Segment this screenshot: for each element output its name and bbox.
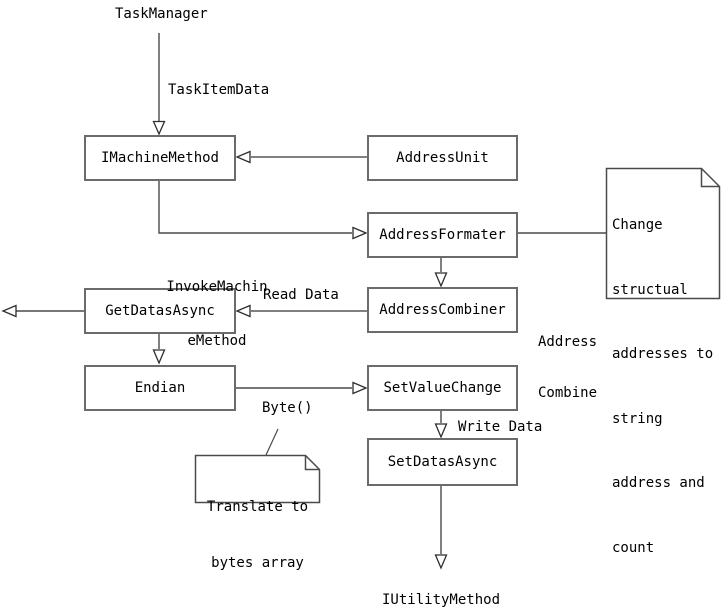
note-translate-bytes-text: Translate to bytes array: [206, 499, 309, 571]
arrowhead-left-getdatasasync: [235, 304, 251, 318]
edge-label-byte-call: Byte(): [262, 400, 313, 416]
arrowhead-left-imachinemethod: [235, 150, 251, 164]
node-address-unit-label: AddressUnit: [396, 150, 489, 166]
note-connector-byte: [265, 428, 279, 456]
arrowhead-down-iutilitymethod: [434, 554, 448, 570]
arrowhead-down-imachinemethod: [152, 120, 166, 136]
edge-imachinemethod-to-addressformater: [158, 180, 352, 234]
arrowhead-down-addresscombiner: [434, 272, 448, 288]
node-set-datas-async-label: SetDatasAsync: [387, 454, 498, 470]
node-set-datas-async: SetDatasAsync: [367, 438, 518, 486]
node-imachine-method: IMachineMethod: [84, 135, 236, 181]
edge-label-task-item-data: TaskItemData: [168, 82, 270, 98]
node-address-formater-label: AddressFormater: [379, 227, 506, 243]
node-address-combiner-label: AddressCombiner: [379, 302, 506, 318]
arrowhead-right-addressformater: [352, 226, 368, 240]
note-translate-bytes-outline: [194, 454, 321, 504]
node-endian-label: Endian: [134, 380, 186, 396]
node-imachine-method-label: IMachineMethod: [100, 150, 219, 166]
edge-label-write-data: Write Data: [458, 419, 543, 435]
edge-label-invoke-machine-method: InvokeMachin eMethod: [166, 279, 268, 349]
label-task-manager: TaskManager: [115, 6, 208, 22]
note-change-structural-fold: [700, 168, 720, 188]
note-change-structural-text: Change structual addresses to string add…: [612, 217, 714, 556]
node-endian: Endian: [84, 365, 236, 411]
edge-label-address-combine: Address Combine: [538, 334, 598, 401]
node-get-datas-async-label: GetDatasAsync: [105, 303, 215, 319]
arrowhead-right-setvaluechange: [352, 381, 368, 395]
label-iutility-method: IUtilityMethod: [382, 592, 501, 608]
node-address-unit: AddressUnit: [367, 135, 518, 181]
edge-label-read-data: Read Data: [263, 287, 339, 303]
node-set-value-change: SetValueChange: [367, 365, 518, 411]
note-translate-bytes-fold: [304, 455, 320, 471]
arrowhead-down-endian: [152, 349, 166, 365]
note-change-structural-outline: [605, 167, 721, 300]
node-address-combiner: AddressCombiner: [367, 287, 518, 333]
node-address-formater: AddressFormater: [367, 212, 518, 258]
arrowhead-left-edge: [1, 304, 17, 318]
node-set-value-change-label: SetValueChange: [383, 380, 502, 396]
arrowhead-down-setdatasasync: [434, 423, 448, 439]
node-get-datas-async: GetDatasAsync: [84, 288, 236, 334]
